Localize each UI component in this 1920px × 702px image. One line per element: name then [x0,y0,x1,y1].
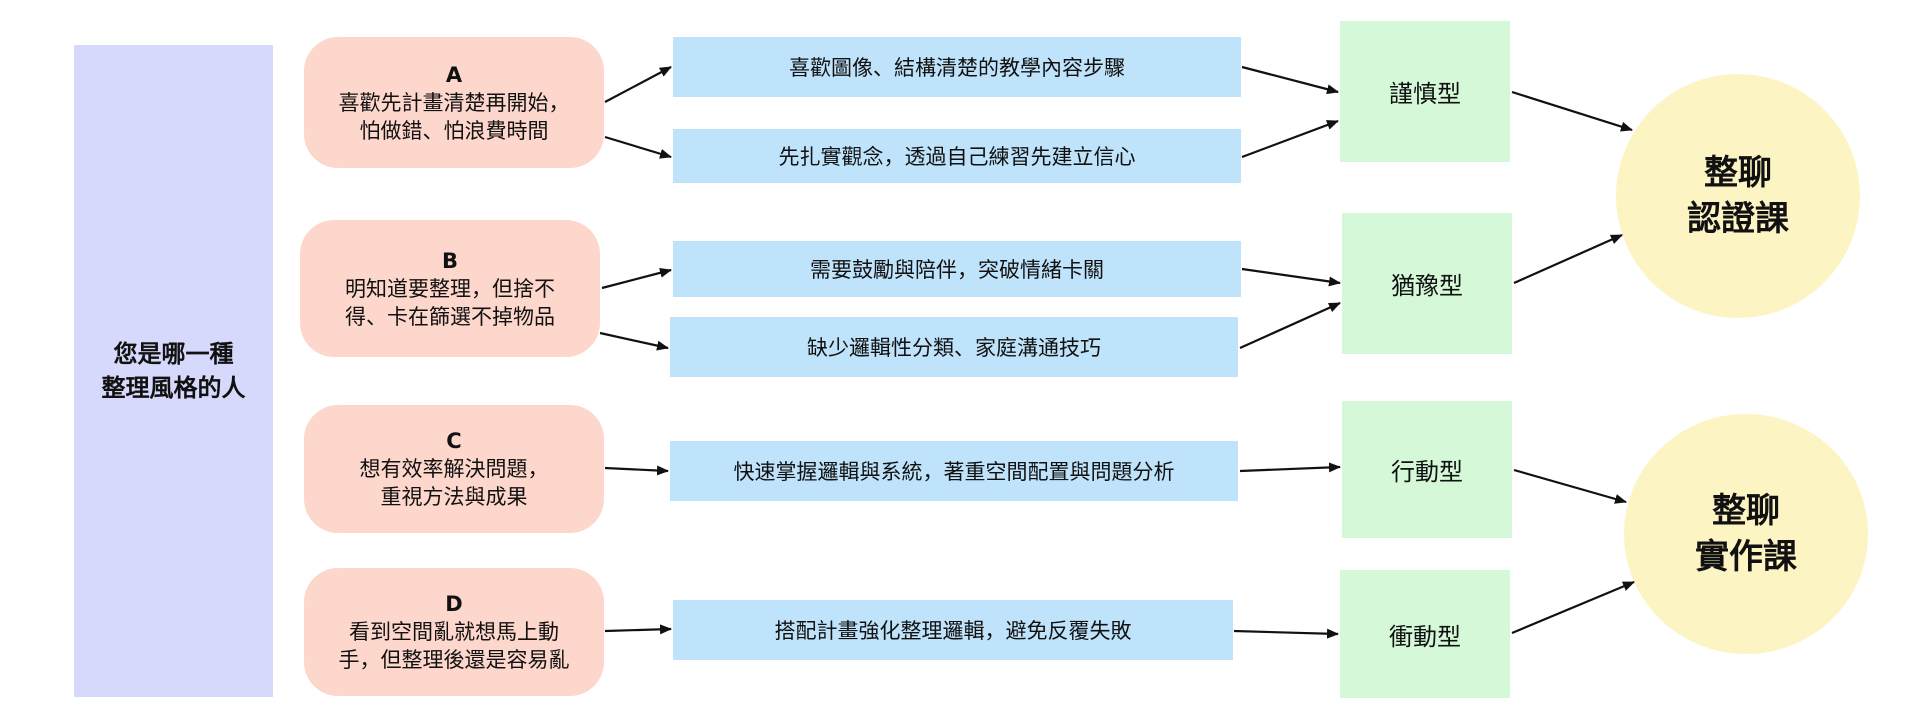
description-4: 缺少邏輯性分類、家庭溝通技巧 [670,317,1238,377]
arrow-b-to-desc4 [599,331,669,351]
option-a-line1: 喜歡先計畫清楚再開始， [338,90,570,115]
description-1: 喜歡圖像、結構清楚的教學內容步驟 [673,37,1241,97]
arrow-a-to-desc2 [604,135,672,159]
option-a-letter: A [445,62,463,87]
arrow-desc3-to-hesitant [1241,267,1341,287]
option-b: B 明知道要整理，但捨不 得、卡在篩選不掉物品 [300,220,600,357]
course-practice-line1: 整聊 [1712,491,1780,531]
course-practice: 整聊 實作課 [1624,414,1868,654]
root-question-line1: 您是哪一種 [113,340,234,368]
option-b-line1: 明知道要整理，但捨不 [345,276,555,301]
arrow-desc2-to-cautious [1241,119,1339,159]
option-c: C 想有效率解決問題， 重視方法與成果 [304,405,604,533]
arrow-impulsive-to-practice [1511,580,1635,635]
option-a: A 喜歡先計畫清楚再開始， 怕做錯、怕浪費時間 [304,37,604,168]
option-a-line2: 怕做錯、怕浪費時間 [359,118,549,143]
arrow-d-to-desc6 [604,624,672,635]
arrow-desc4-to-hesitant [1239,301,1341,350]
root-question-box: 您是哪一種 整理風格的人 [74,45,273,697]
description-6: 搭配計畫強化整理邏輯，避免反覆失敗 [673,600,1233,660]
type-hesitant: 猶豫型 [1342,213,1512,354]
arrow-c-to-desc5 [604,465,669,476]
option-d-line2: 手，但整理後還是容易亂 [338,648,570,672]
option-b-letter: B [441,248,458,273]
arrow-desc6-to-impulsive [1233,628,1339,639]
option-c-letter: C [446,429,462,453]
course-certification: 整聊 認證課 [1616,74,1860,318]
description-3: 需要鼓勵與陪伴，突破情緒卡關 [673,241,1241,297]
description-5: 快速掌握邏輯與系統，著重空間配置與問題分析 [670,441,1238,501]
type-cautious: 謹慎型 [1340,21,1510,162]
type-action: 行動型 [1342,401,1512,538]
option-c-line2: 重視方法與成果 [380,485,528,509]
arrow-desc5-to-action [1239,462,1341,473]
description-2: 先扎實觀念，透過自己練習先建立信心 [673,129,1241,183]
option-c-line1: 想有效率解決問題， [359,457,549,481]
option-b-line2: 得、卡在篩選不掉物品 [345,304,555,329]
option-d-line1: 看到空間亂就想馬上動 [349,620,559,644]
arrow-action-to-practice [1513,468,1627,504]
root-question-line2: 整理風格的人 [101,374,246,402]
arrow-b-to-desc3 [601,267,672,290]
option-d-letter: D [445,592,463,616]
arrow-desc1-to-cautious [1241,65,1339,95]
course-certification-line2: 認證課 [1687,199,1789,239]
arrow-cautious-to-certification [1511,90,1633,132]
course-certification-line1: 整聊 [1704,153,1772,193]
type-impulsive: 衝動型 [1340,570,1510,698]
arrow-hesitant-to-certification [1513,233,1623,285]
arrow-a-to-desc1 [604,66,672,103]
course-practice-line2: 實作課 [1695,537,1797,577]
option-d: D 看到空間亂就想馬上動 手，但整理後還是容易亂 [304,568,604,696]
